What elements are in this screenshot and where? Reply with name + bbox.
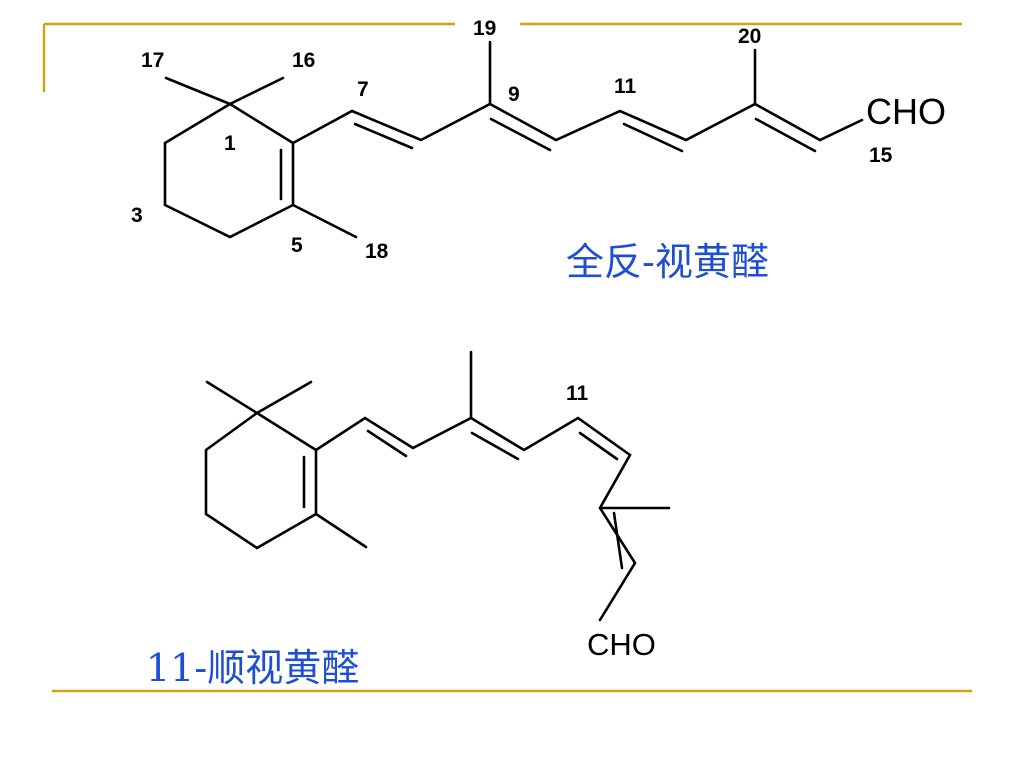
double-bond-9-10-cis [470,431,520,461]
11-cis-retinal-structure: 11 CHO 11-顺视黄醛 [146,350,671,690]
atom-label-18: 18 [365,240,389,263]
methyl-16-bond [228,76,285,106]
methyl-17-bond [164,76,232,106]
gem-methyl-left-bond [205,380,259,415]
methyl-18-bond [291,203,358,239]
ring-bonds-cis [204,411,318,550]
double-bond-11-12-cis [578,431,619,461]
atom-label-17: 17 [141,49,164,72]
atom-label-16: 16 [292,49,315,72]
ring-methyl-bond [314,512,368,549]
atom-label-1: 1 [224,132,236,155]
double-bond-7-8-cis [366,429,408,458]
molecule-name-11-cis: 11-顺视黄醛 [146,646,359,690]
all-trans-retinal-structure: 17 16 1 3 5 18 7 9 11 19 20 15 CHO 全反-视黄… [131,17,946,284]
molecule-name-all-trans: 全反-视黄醛 [566,240,769,284]
atom-label-9: 9 [508,83,520,106]
atom-label-20: 20 [738,25,761,48]
double-bond-11-12 [622,122,684,153]
atom-label-15: 15 [869,144,893,167]
double-bond-13-14-cis-inner [612,511,624,570]
double-bond-13-14 [754,117,817,153]
atom-label-7: 7 [357,78,369,101]
double-bond-9-10 [489,117,552,152]
double-bond-7-8 [353,122,414,150]
aldehyde-group-label-cis: CHO [587,627,656,662]
atom-label-11-cis: 11 [566,382,589,405]
ring-bonds [163,102,295,239]
slide-frame [42,22,972,693]
atom-label-5: 5 [291,234,303,257]
atom-label-19: 19 [473,17,496,40]
gem-methyl-right-bond [255,380,313,415]
atom-label-3: 3 [131,204,143,227]
polyene-chain [291,102,864,145]
aldehyde-group-label: CHO [866,91,946,132]
polyene-chain-cis [314,416,637,622]
atom-label-11: 11 [614,75,637,98]
